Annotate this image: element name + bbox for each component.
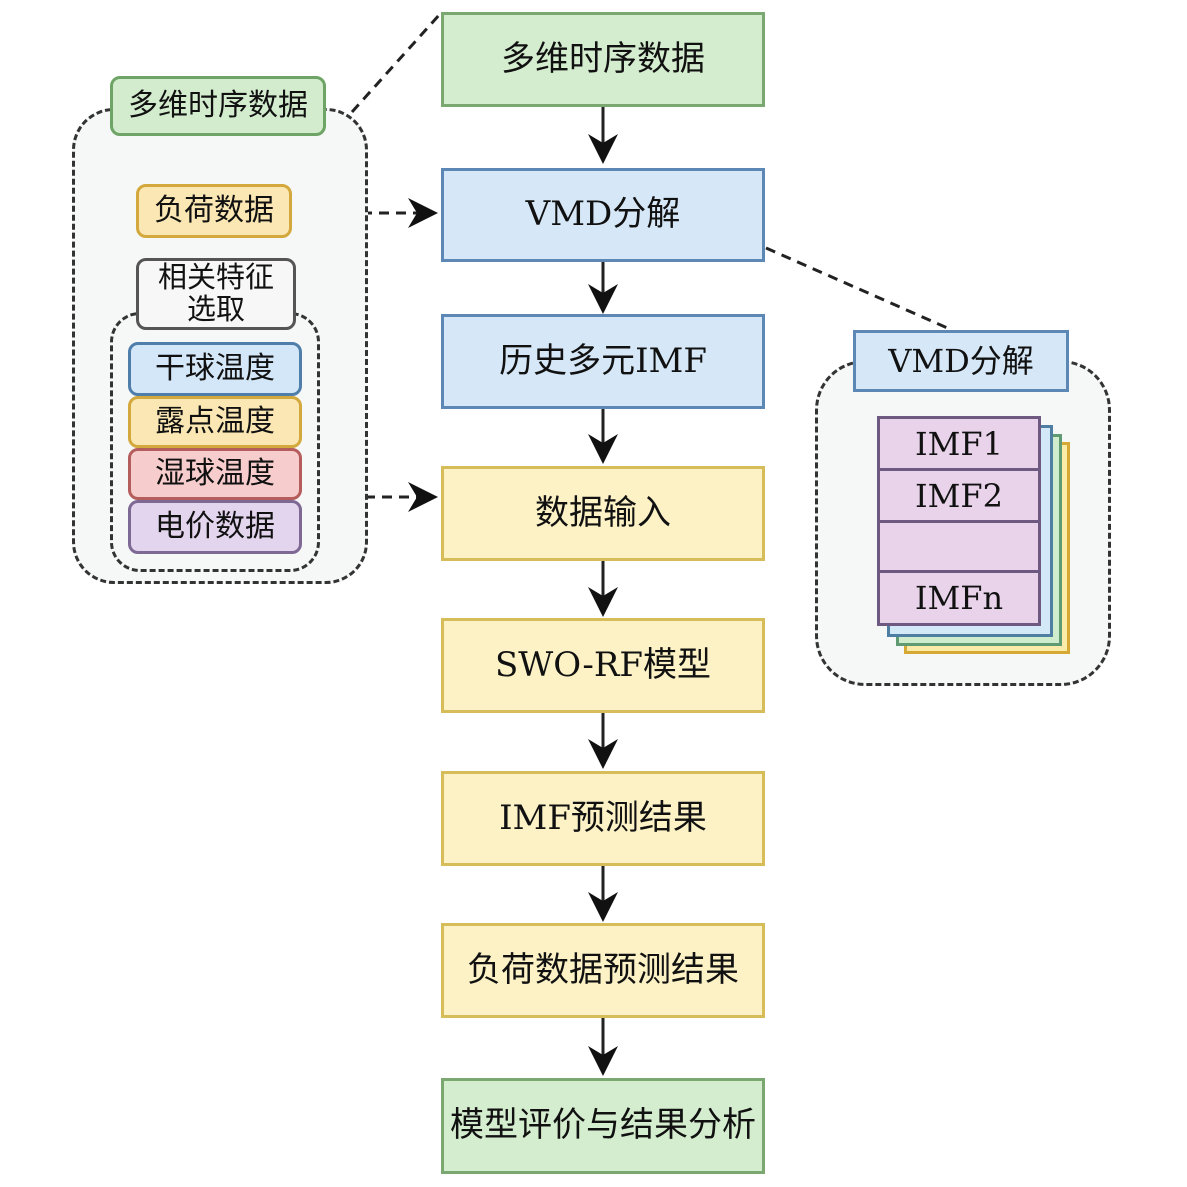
vmd-detail-title: VMD分解 <box>853 330 1069 392</box>
step-label: 负荷数据预测结果 <box>467 949 739 990</box>
feature-text: 湿球温度 <box>155 455 275 491</box>
feature-dew-point-temp: 露点温度 <box>128 396 302 448</box>
step-label: VMD分解 <box>525 194 681 235</box>
step-historical-imf: 历史多元IMF <box>441 314 765 409</box>
imf-row <box>880 523 1038 573</box>
step-label: 多维时序数据 <box>501 38 705 79</box>
feature-electricity-price: 电价数据 <box>128 500 302 554</box>
dashed-link-title-to-source <box>350 12 442 114</box>
feature-selection-node: 相关特征 选取 <box>136 258 296 330</box>
step-label: SWO-RF模型 <box>494 644 712 685</box>
left-panel-title-text: 多维时序数据 <box>128 87 308 123</box>
step-multivariate-series: 多维时序数据 <box>441 12 765 107</box>
step-swo-rf-model: SWO-RF模型 <box>441 618 765 713</box>
step-label: 历史多元IMF <box>499 340 707 381</box>
imf-row: IMF2 <box>880 471 1038 523</box>
imf-label: IMF1 <box>915 424 1003 463</box>
feature-wet-bulb-temp: 湿球温度 <box>128 448 302 500</box>
step-imf-prediction: IMF预测结果 <box>441 771 765 866</box>
load-data-node: 负荷数据 <box>136 184 292 238</box>
step-label: IMF预测结果 <box>499 797 707 838</box>
step-label: 数据输入 <box>535 492 671 533</box>
imf-label: IMFn <box>914 579 1004 617</box>
imf-sheet-front: IMF1 IMF2 IMFn <box>877 416 1041 626</box>
step-evaluation-analysis: 模型评价与结果分析 <box>441 1078 765 1174</box>
dashed-link-vmd-to-detail <box>765 246 953 332</box>
feature-dry-bulb-temp: 干球温度 <box>128 342 302 396</box>
vmd-detail-title-text: VMD分解 <box>888 341 1034 380</box>
step-vmd-decomposition: VMD分解 <box>441 168 765 262</box>
load-data-text: 负荷数据 <box>154 192 274 228</box>
step-load-prediction: 负荷数据预测结果 <box>441 923 765 1018</box>
imf-label: IMF2 <box>915 476 1003 515</box>
feature-text: 干球温度 <box>155 350 275 386</box>
imf-row: IMFn <box>880 573 1038 623</box>
step-data-input: 数据输入 <box>441 466 765 561</box>
step-label: 模型评价与结果分析 <box>450 1105 756 1146</box>
feature-text: 电价数据 <box>155 508 275 544</box>
feature-text: 露点温度 <box>155 403 275 439</box>
imf-row: IMF1 <box>880 419 1038 471</box>
feature-selection-text: 相关特征 选取 <box>157 260 274 326</box>
left-panel-title: 多维时序数据 <box>110 76 326 136</box>
